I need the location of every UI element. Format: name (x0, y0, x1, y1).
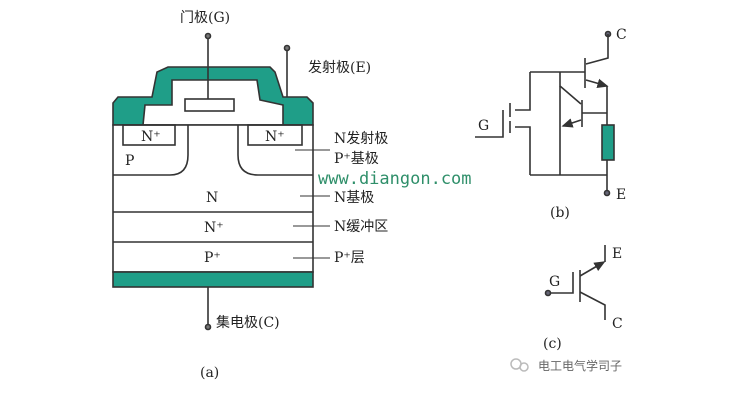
emitter-label: 发射极(E) (308, 60, 371, 76)
p-label: P (125, 153, 134, 169)
p-plus-label: P⁺ (204, 250, 221, 266)
n-plus-left-label: N⁺ (141, 129, 161, 145)
substrate (112, 124, 314, 273)
source-badge: 电工电气学司子 (510, 358, 622, 373)
collector-terminal (204, 323, 212, 331)
symbol-e-label: E (612, 246, 622, 262)
n-plus-right-label: N⁺ (265, 129, 285, 145)
gate-electrode (184, 98, 235, 112)
p-region-left (113, 125, 189, 176)
caption-a: (a) (200, 365, 219, 381)
n-label: N (206, 190, 218, 206)
symbol-c-label: C (612, 316, 623, 332)
resistor (601, 124, 615, 161)
symbol-g-label: G (549, 274, 560, 290)
equivalent-circuit (475, 30, 615, 197)
source-badge-text: 电工电气学司子 (538, 358, 622, 373)
p-region-right (237, 125, 313, 176)
n-plus-right (247, 124, 303, 146)
gate-label: 门极(G) (180, 10, 230, 26)
e-terminal (603, 189, 611, 197)
annotation-n-buffer: N缓冲区 (334, 219, 388, 235)
e-label: E (616, 187, 626, 203)
n-buffer-label: N⁺ (204, 220, 224, 236)
g-label: G (478, 118, 489, 134)
collector-metal (112, 271, 314, 288)
caption-b: (b) (550, 205, 570, 221)
n-plus-left (122, 124, 176, 146)
gate-terminal (204, 32, 212, 40)
annotation-n-emitter: N发射极 (334, 131, 388, 147)
watermark: www.diangon.com (318, 169, 472, 189)
collector-label: 集电极(C) (216, 314, 280, 331)
annotation-p-plus-layer: P⁺层 (334, 250, 365, 266)
annotation-n-base: N基极 (334, 189, 374, 206)
c-label: C (616, 27, 627, 43)
annotation-p-base: P⁺基极 (334, 150, 379, 167)
igbt-symbol (544, 245, 606, 320)
caption-c: (c) (543, 336, 562, 352)
emitter-terminal (283, 44, 291, 52)
igbt-cross-section (112, 32, 330, 331)
g-terminal (544, 289, 552, 297)
